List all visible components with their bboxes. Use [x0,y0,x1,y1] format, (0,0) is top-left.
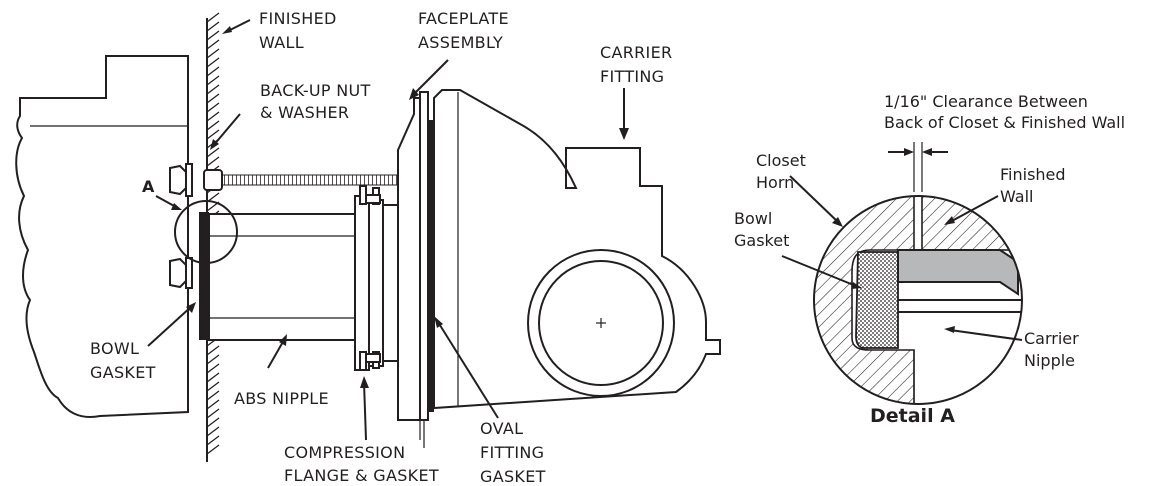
closet-horn-section [814,196,915,404]
detail-finished-wall-1: Finished [1000,165,1066,184]
label-oval-gasket-3: GASKET [480,467,546,486]
detail-a: 1/16" Clearance Between Back of Closet &… [734,92,1125,427]
wall-hatch-tick [206,363,220,374]
detail-carrier-nipple-2: Nipple [1024,351,1075,370]
abs-nipple [208,213,358,341]
upper-threaded-rod [169,163,399,197]
wall-hatch-tick [206,84,220,95]
wall-hatch-tick [206,426,220,437]
label-oval-gasket-1: OVAL [480,419,523,438]
wall-hatch-tick [206,408,220,419]
label-carrier-fitting-1: CARRIER [600,43,672,62]
bowl-gasket-strip [199,212,209,340]
carrier-nipple-wall [897,249,1019,296]
wall-hatch-tick [206,66,220,77]
wall-hatch-tick [206,372,220,383]
detail-carrier-nipple-1: Carrier [1024,329,1079,348]
main-labels: FINISHED WALL FACEPLATE ASSEMBLY CARRIER… [90,9,672,486]
wall-hatch-tick [206,102,220,113]
wall-hatch-tick [206,129,220,140]
label-backup-nut-1: BACK-UP NUT [260,81,371,100]
label-finished-wall-1: FINISHED [259,9,337,28]
label-finished-wall-2: WALL [259,33,304,52]
wall-hatch-tick [206,93,220,104]
wall-hatch-tick [206,120,220,131]
label-faceplate-1: FACEPLATE [418,9,509,28]
wall-hatch-tick [206,48,220,59]
detail-bowl-gasket-1: Bowl [734,209,772,228]
wall-hatch-tick [206,345,220,356]
wall-hatch-tick [206,417,220,428]
label-carrier-fitting-2: FITTING [600,67,664,86]
detail-clearance-2: Back of Closet & Finished Wall [884,113,1125,132]
detail-a-marker [174,200,238,264]
label-oval-gasket-2: FITTING [480,443,544,462]
callout-arrows [147,19,629,441]
wall-hatch-tick [206,21,220,32]
wall-hatch-tick [206,111,220,122]
wall-hatch-tick [206,30,220,41]
wall-hatch-tick [206,156,220,167]
compression-flange [354,185,400,371]
label-compression-1: COMPRESSION [284,443,405,462]
bowl-gasket-section [855,251,899,349]
faceplate-assembly [397,91,434,448]
wall-hatch-tick [206,147,220,158]
label-bowl-gasket-2: GASKET [90,363,156,382]
detail-clearance-1: 1/16" Clearance Between [884,92,1088,111]
wall-hatch-tick [206,435,220,446]
label-faceplate-2: ASSEMBLY [418,33,503,52]
wall-hatch-tick [206,381,220,392]
carrier-fitting [433,89,721,410]
wall-hatch-tick [206,39,220,50]
wall-hatch-tick [206,12,220,23]
detail-a-title: Detail A [870,405,955,427]
detail-closet-horn-1: Closet [756,151,806,170]
wall-hatch-tick [206,354,220,365]
wall-hatch-tick [206,57,220,68]
detail-bowl-gasket-2: Gasket [734,231,789,250]
wall-hatch-tick [206,390,220,401]
label-point-a: A [142,177,155,196]
wall-hatch-tick [206,75,220,86]
label-compression-2: FLANGE & GASKET [284,466,439,485]
wall-hatch-tick [206,399,220,410]
label-backup-nut-2: & WASHER [260,103,349,122]
wall-hatch-tick [206,444,220,455]
detail-finished-wall-2: Wall [1000,187,1034,206]
label-abs-nipple: ABS NIPPLE [234,389,329,408]
label-bowl-gasket-1: BOWL [90,339,139,358]
closet-bowl [15,55,189,418]
detail-closet-horn-2: Horn [756,173,794,192]
